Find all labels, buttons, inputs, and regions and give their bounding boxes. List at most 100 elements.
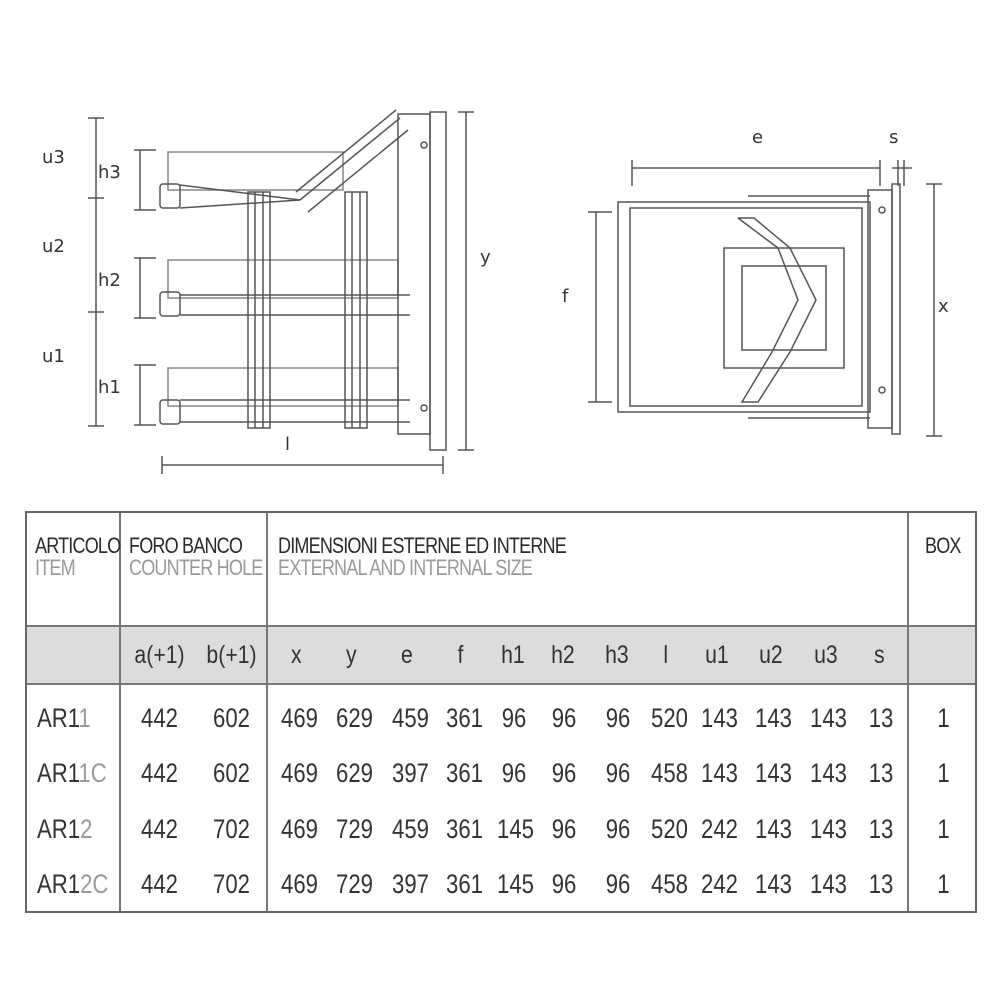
item-code-suffix: 1C	[78, 758, 107, 788]
table-cell: 361	[445, 814, 483, 844]
column-header: u3	[814, 641, 838, 669]
table-row: AR12C	[37, 869, 108, 900]
table-cell: 143	[809, 703, 847, 733]
table-cell: 143	[754, 814, 792, 844]
item-code-suffix: 2C	[80, 869, 109, 899]
table-cell: 702	[212, 814, 250, 844]
item-code-suffix: 2	[80, 814, 93, 844]
column-header: l	[663, 641, 668, 669]
table-cell: 143	[754, 703, 792, 733]
technical-drawing: u3 u2 u1 h3 h2 h1 l y e s f x	[42, 109, 949, 474]
table-cell: 361	[445, 703, 483, 733]
svg-text:l: l	[285, 434, 290, 455]
table-row: AR11	[37, 703, 91, 734]
hole-header: FORO BANCO COUNTER HOLE	[129, 533, 263, 580]
table-divider	[119, 513, 121, 911]
svg-text:u1: u1	[42, 346, 65, 367]
table-cell: 729	[335, 869, 373, 899]
table-cell: 397	[391, 758, 429, 788]
table-cell: 729	[335, 814, 373, 844]
table-cell: 13	[868, 814, 894, 844]
table-cell: 143	[809, 869, 847, 899]
column-header: b(+1)	[206, 641, 257, 669]
table-cell: 242	[700, 814, 738, 844]
table-cell: 96	[501, 758, 527, 788]
table-divider	[266, 513, 268, 911]
column-header: h3	[605, 641, 629, 669]
table-cell: 143	[754, 869, 792, 899]
column-header: h2	[551, 641, 575, 669]
table-cell: 397	[391, 869, 429, 899]
column-header: u2	[759, 641, 783, 669]
table-cell: 442	[140, 814, 178, 844]
table-cell: 143	[809, 758, 847, 788]
table-cell: 459	[391, 814, 429, 844]
column-header: x	[290, 641, 302, 669]
column-header: a(+1)	[134, 641, 185, 669]
item-code-suffix: 1	[78, 703, 91, 733]
table-cell: 629	[335, 703, 373, 733]
table-cell: 96	[605, 758, 631, 788]
table-cell: 458	[650, 869, 688, 899]
svg-text:f: f	[562, 286, 569, 307]
table-cell: 145	[496, 869, 534, 899]
table-cell: 469	[280, 814, 318, 844]
table-subheader-row	[27, 625, 975, 685]
svg-text:e: e	[752, 127, 763, 148]
table-cell: 1	[937, 758, 950, 788]
table-cell: 1	[937, 814, 950, 844]
table-cell: 96	[551, 703, 577, 733]
table-cell: 1	[937, 703, 950, 733]
table-cell: 442	[140, 869, 178, 899]
table-cell: 145	[496, 814, 534, 844]
table-cell: 602	[212, 703, 250, 733]
table-cell: 242	[700, 869, 738, 899]
table-cell: 629	[335, 758, 373, 788]
table-cell: 96	[605, 814, 631, 844]
svg-text:h1: h1	[98, 377, 121, 398]
table-cell: 442	[140, 758, 178, 788]
item-code: AR1	[37, 869, 81, 899]
table-cell: 96	[605, 869, 631, 899]
svg-text:h2: h2	[98, 270, 121, 291]
table-cell: 143	[809, 814, 847, 844]
item-code: AR1	[37, 814, 81, 844]
box-header: BOX	[925, 533, 961, 558]
table-cell: 442	[140, 703, 178, 733]
table-cell: 13	[868, 703, 894, 733]
table-cell: 520	[650, 703, 688, 733]
item-code: AR1	[37, 703, 79, 733]
table-cell: 96	[501, 703, 527, 733]
svg-text:s: s	[889, 127, 898, 148]
table-cell: 13	[868, 869, 894, 899]
table-cell: 469	[280, 703, 318, 733]
svg-text:y: y	[480, 247, 491, 268]
table-cell: 702	[212, 869, 250, 899]
table-cell: 361	[445, 758, 483, 788]
item-header: ARTICOLO ITEM	[35, 533, 121, 580]
table-cell: 96	[551, 758, 577, 788]
table-cell: 469	[280, 869, 318, 899]
table-cell: 96	[551, 814, 577, 844]
dim-header: DIMENSIONI ESTERNE ED INTERNE EXTERNAL A…	[278, 533, 567, 580]
column-header: h1	[501, 641, 525, 669]
table-cell: 520	[650, 814, 688, 844]
table-cell: 602	[212, 758, 250, 788]
table-cell: 469	[280, 758, 318, 788]
svg-text:u2: u2	[42, 236, 65, 257]
column-header: y	[345, 641, 357, 669]
column-header: f	[457, 641, 464, 669]
table-cell: 458	[650, 758, 688, 788]
column-header: e	[401, 641, 413, 669]
table-cell: 96	[551, 869, 577, 899]
table-cell: 459	[391, 703, 429, 733]
table-cell: 143	[700, 703, 738, 733]
table-row: AR12	[37, 814, 92, 845]
table-cell: 361	[445, 869, 483, 899]
column-header: s	[873, 641, 885, 669]
spec-table: ARTICOLO ITEM FORO BANCO COUNTER HOLE DI…	[25, 511, 977, 913]
table-cell: 96	[605, 703, 631, 733]
table-cell: 1	[937, 869, 950, 899]
item-code: AR1	[37, 758, 79, 788]
table-cell: 143	[700, 758, 738, 788]
